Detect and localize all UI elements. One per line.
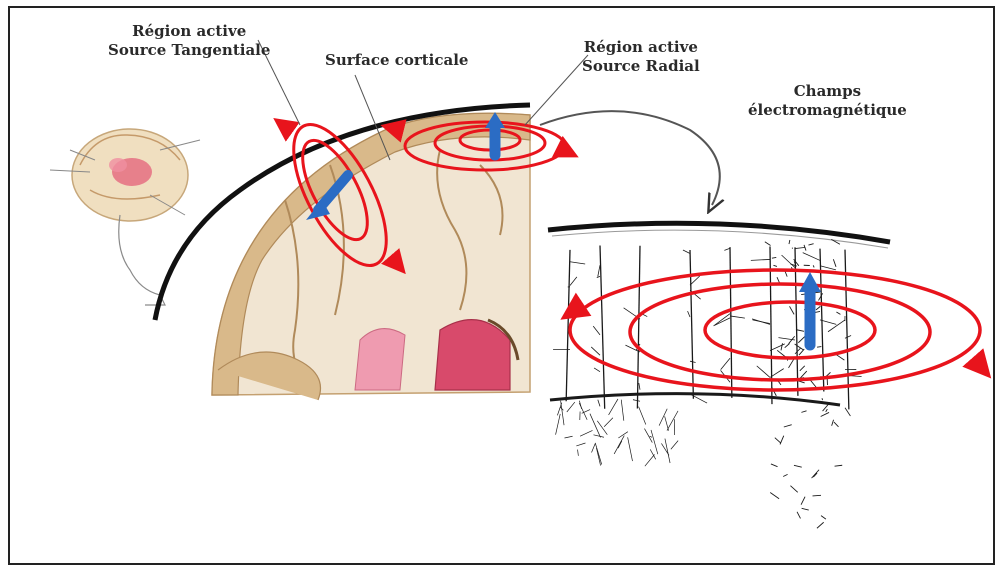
neuron-dipole-head [799, 272, 821, 292]
neuron-field-lines [570, 270, 982, 390]
tangential-source-label: Région active Source Tangentiale [108, 22, 270, 60]
curved-arrow-icon [540, 111, 720, 205]
radial-source-label: Région active Source Radial [582, 38, 700, 76]
brain-head-icon [50, 129, 200, 305]
electromagnetic-field-label: Champs électromagnétique [748, 82, 907, 120]
cortex-section [212, 113, 530, 400]
cortical-surface-label: Surface corticale [325, 51, 468, 70]
